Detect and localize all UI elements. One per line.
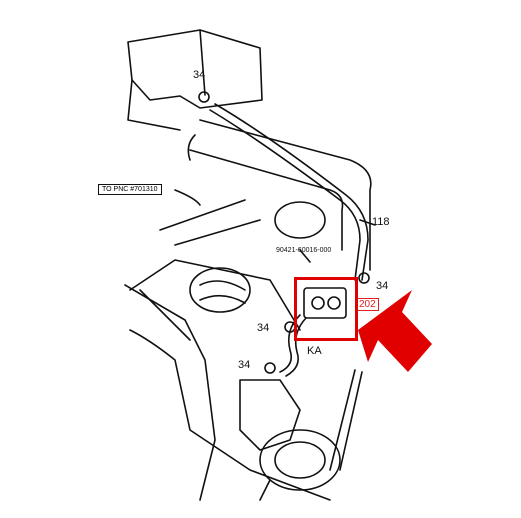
red-arrow-icon [358, 290, 432, 372]
highlight-code-label: 202 [356, 298, 379, 311]
reference-label: TO PNC #701310 [98, 184, 162, 195]
part-number-label: 90421-60016-000 [276, 247, 332, 254]
callout-ka: KA [307, 345, 322, 357]
callout-118: 118 [372, 216, 390, 228]
vsv-valve-body [303, 287, 347, 319]
engine-block-edge [127, 79, 181, 131]
engine-lower-body [129, 259, 301, 331]
engine-block-top-outline [127, 29, 263, 109]
intake-pipe [199, 119, 372, 271]
callout-34-right: 34 [376, 280, 389, 292]
callout-34-middle: 34 [257, 322, 270, 334]
clamp-icon [198, 91, 210, 103]
outlet-elbow [239, 379, 301, 451]
support-bracket [329, 369, 363, 471]
filler-cap [189, 267, 251, 313]
highlight-box [294, 277, 358, 341]
callout-34-top: 34 [193, 69, 206, 81]
callout-34-lower: 34 [238, 359, 251, 371]
vacuum-hose [209, 109, 361, 281]
